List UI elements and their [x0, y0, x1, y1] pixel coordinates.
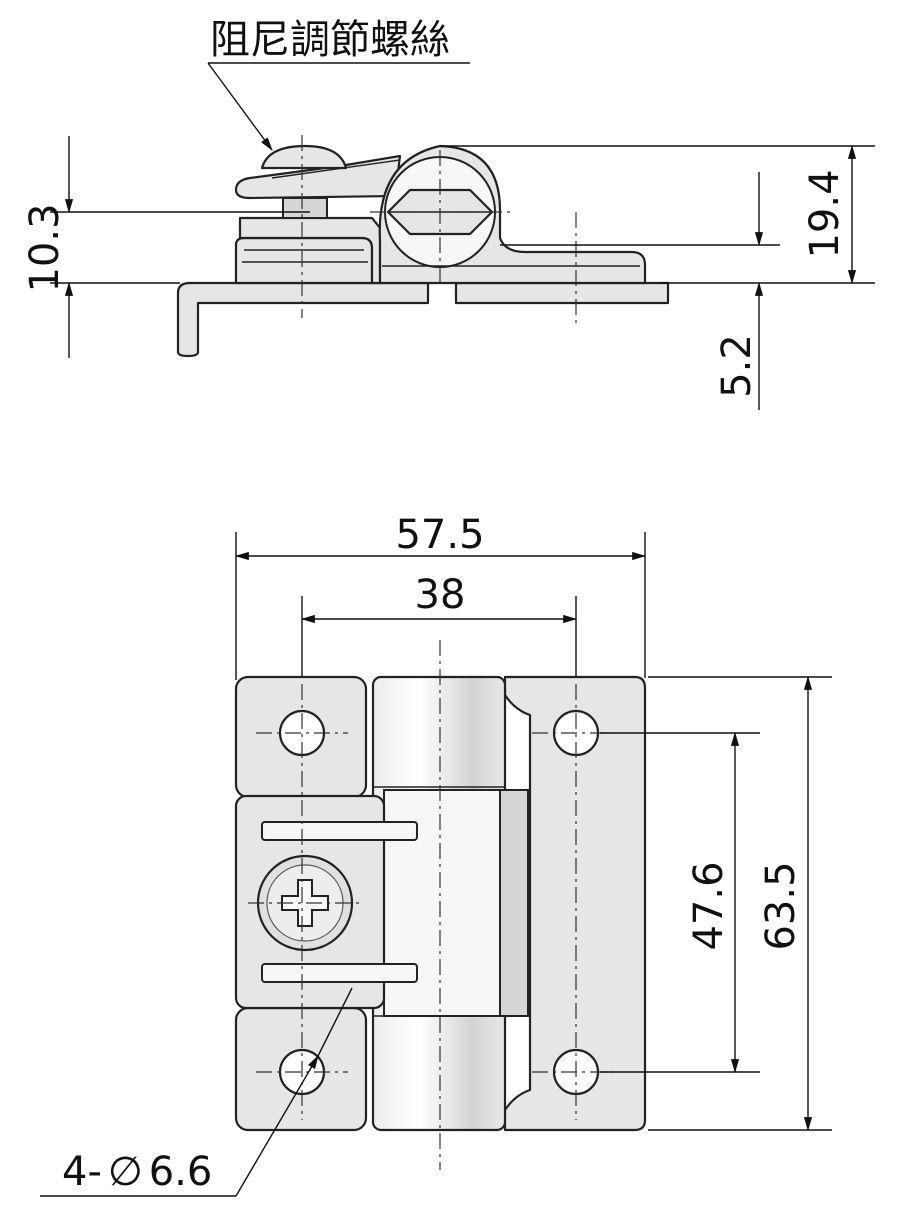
top-view: 57.5 38 [40, 512, 832, 1197]
left-leaf-profile [176, 281, 430, 358]
lower-block [234, 236, 374, 285]
dim-offset: 5.2 [714, 334, 760, 398]
right-leaf-profile [454, 281, 670, 305]
phillips-screw-icon [256, 854, 354, 952]
knuckle-slot [499, 789, 529, 1017]
diameter-symbol: ∅ [108, 1149, 143, 1195]
dim-width-total: 57.5 [395, 512, 484, 558]
dim-hole-spacing-x: 38 [415, 572, 466, 618]
screw-head [260, 144, 348, 170]
damping-screw-label: 阻尼調節螺絲 [210, 17, 450, 63]
clamp-bar-top [261, 821, 418, 841]
clamp-bar-bottom [261, 963, 418, 983]
screw-shaft [282, 197, 328, 219]
damping-screw-leader [207, 62, 273, 151]
dim-height-total-top: 63.5 [758, 861, 804, 950]
hole-callout: 4-∅6.6 [62, 1149, 212, 1195]
mid-block [238, 216, 382, 285]
right-leaf-top [503, 675, 647, 1132]
hole-callout-value: 6.6 [149, 1149, 213, 1195]
dim-height-total-side: 19.4 [802, 169, 848, 258]
dim-hole-spacing-y: 47.6 [686, 861, 732, 950]
side-view: 阻尼調節螺絲 [22, 17, 875, 410]
hole-callout-prefix: 4- [62, 1149, 102, 1195]
clamp-plate [234, 154, 402, 200]
dim-pin-height: 10.3 [22, 203, 68, 292]
hole-callout-leader [235, 1054, 319, 1197]
